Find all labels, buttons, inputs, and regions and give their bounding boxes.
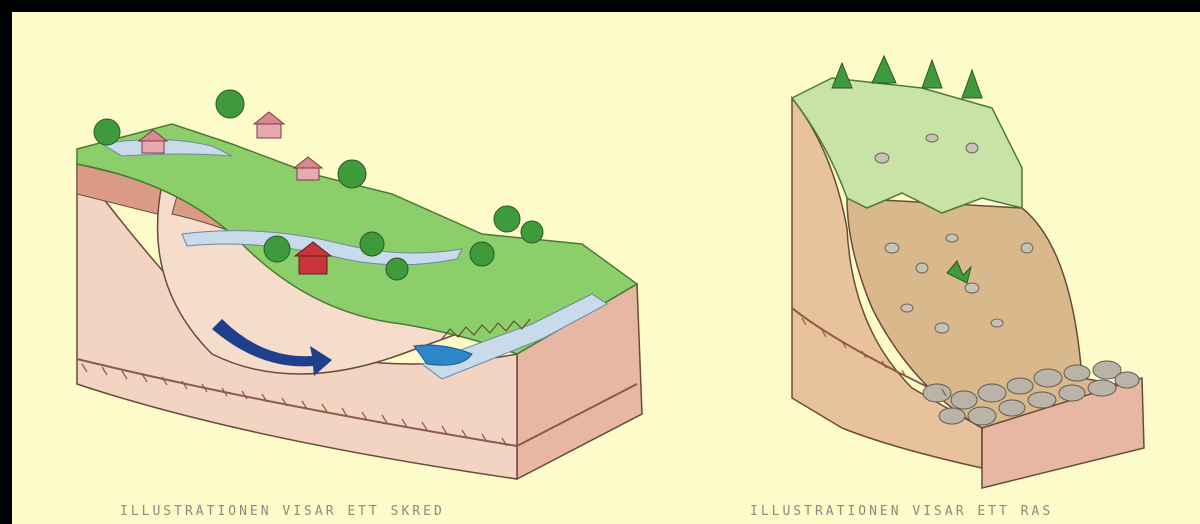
tree-icon: [494, 206, 520, 232]
landslide-illustration: [62, 84, 662, 494]
tree-icon: [216, 90, 244, 118]
stone-icon: [946, 234, 958, 242]
tree-icon: [338, 160, 366, 188]
stone-icon: [916, 263, 928, 273]
stone-icon: [901, 304, 913, 312]
tree-icon: [94, 119, 120, 145]
illustration-panel: ILLUSTRATIONEN VISAR ETT SKRED ILLUSTRAT…: [12, 12, 1200, 524]
tree-icon: [386, 258, 408, 280]
tree-icon: [922, 60, 942, 88]
stone-icon: [966, 143, 978, 153]
landslide-caption: ILLUSTRATIONEN VISAR ETT SKRED: [120, 504, 445, 519]
house-icon: [294, 157, 322, 180]
stone-icon: [935, 323, 949, 333]
house-icon: [254, 112, 284, 138]
rockfall-caption: ILLUSTRATIONEN VISAR ETT RAS: [750, 504, 1053, 519]
stone-icon: [926, 134, 938, 142]
stone-icon: [1021, 243, 1033, 253]
tree-icon: [872, 56, 896, 83]
stone-icon: [885, 243, 899, 253]
rockfall-illustration: [772, 48, 1172, 498]
stone-icon: [875, 153, 889, 163]
stone-icon: [965, 283, 979, 293]
tree-icon: [264, 236, 290, 262]
tree-icon: [962, 70, 982, 98]
tree-icon: [360, 232, 384, 256]
tree-icon: [470, 242, 494, 266]
tree-icon: [521, 221, 543, 243]
tree-icon: [832, 63, 852, 88]
stone-icon: [991, 319, 1003, 327]
